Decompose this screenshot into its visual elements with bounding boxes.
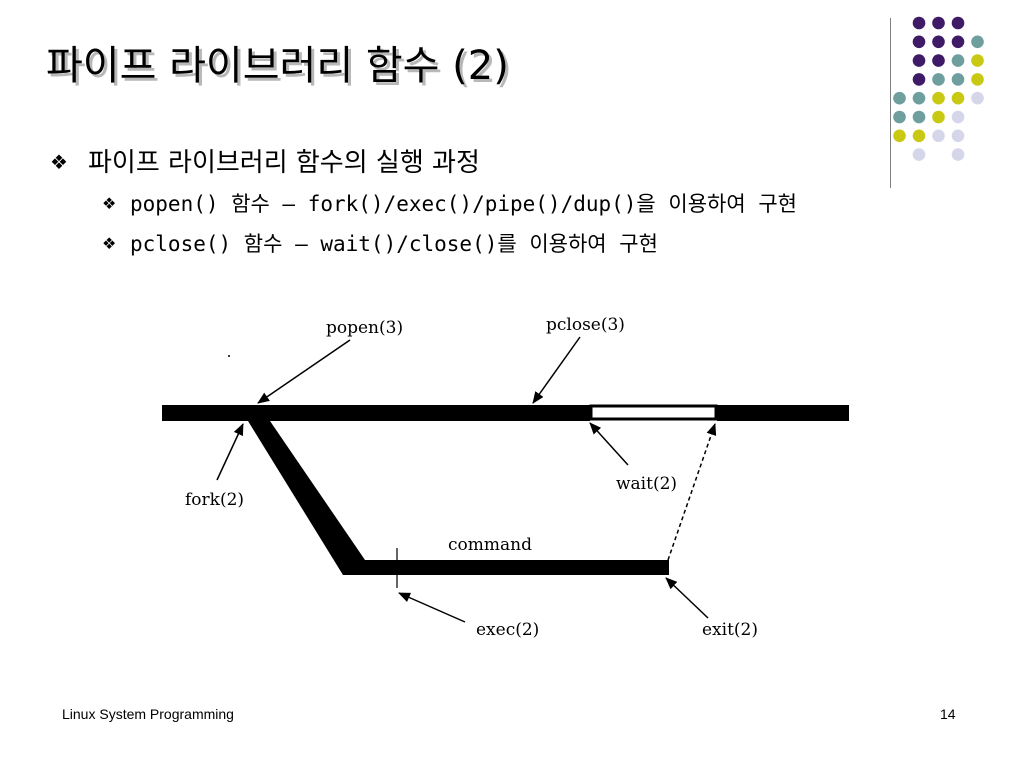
decorative-dot [893,91,906,105]
bullet-text: 파이프 라이브러리 함수의 실행 과정 [88,148,480,178]
decorative-dot [912,110,926,124]
bullet-text: pclose() 함수 – wait()/close()를 이용하여 구현 [130,232,658,256]
decorative-dot [971,54,984,67]
exit-arrow [665,577,709,619]
decorative-dot [951,54,965,67]
bullet-text: popen() 함수 – fork()/exec()/pipe()/dup()을… [130,192,797,216]
decorative-dot [951,110,965,124]
decorative-dot [971,91,984,105]
exit-label: exit(2) [702,620,758,640]
decorative-dot-grid [893,16,984,161]
bullet-diamond-icon: ❖ [50,150,68,174]
wait-arrow [589,422,629,466]
decorative-dot [912,73,926,86]
wait-label: wait(2) [616,474,677,494]
decorative-dot [951,73,965,86]
fork-arrow [216,423,244,481]
bullet-item: ❖ popen() 함수 – fork()/exec()/pipe()/dup()… [102,184,950,224]
decorative-dot [932,35,945,49]
decorative-dot [932,54,945,67]
title-divider-line [890,18,891,188]
stray-dot [228,355,230,357]
exit-to-wait-dashed-arrow [667,423,717,561]
footer-course-name: Linux System Programming [62,706,234,722]
decorative-dot [893,110,906,124]
fork-branch-line [248,421,365,575]
decorative-dot [912,129,926,143]
decorative-dot [912,16,926,30]
exec-arrow [398,592,466,623]
bullet-item: ❖ 파이프 라이브러리 함수의 실행 과정 [50,140,950,184]
parent-process-bar [162,405,590,421]
bullet-list: ❖ 파이프 라이브러리 함수의 실행 과정 ❖ popen() 함수 – fork(… [50,140,950,264]
decorative-dot [912,91,926,105]
decorative-dot [951,148,965,161]
decorative-dot [932,16,945,30]
decorative-dot [932,110,945,124]
decorative-dot [971,35,984,49]
fork-label: fork(2) [185,490,244,510]
bullet-diamond-icon: ❖ [102,234,117,253]
popen-arrow [257,339,351,404]
decorative-dot [951,35,965,49]
decorative-dot [971,73,984,86]
decorative-dot [932,91,945,105]
popen-pclose-diagram: popen(3) pclose(3) fork(2) wait(2) comma… [162,315,849,640]
exec-label: exec(2) [476,620,539,640]
decorative-dot [932,73,945,86]
popen-label: popen(3) [326,318,403,338]
decorative-dot [912,54,926,67]
footer-page-number: 14 [940,706,956,722]
decorative-dot [951,16,965,30]
decorative-dot [951,91,965,105]
bullet-diamond-icon: ❖ [102,194,117,213]
decorative-dot [951,129,965,143]
command-label: command [448,535,532,555]
decorative-dot [893,129,906,143]
decorative-dot [912,35,926,49]
bullet-item: ❖ pclose() 함수 – wait()/close()를 이용하여 구현 [102,224,950,264]
decorative-dot [912,148,926,161]
pclose-label: pclose(3) [546,315,625,335]
decorative-dot [932,129,945,143]
slide-title: 파이프 라이브러리 함수 (2) [46,43,509,89]
parent-process-bar-end [717,405,849,421]
child-process-bar [343,560,669,575]
parent-waiting-segment [589,404,718,421]
pclose-arrow [532,336,581,404]
